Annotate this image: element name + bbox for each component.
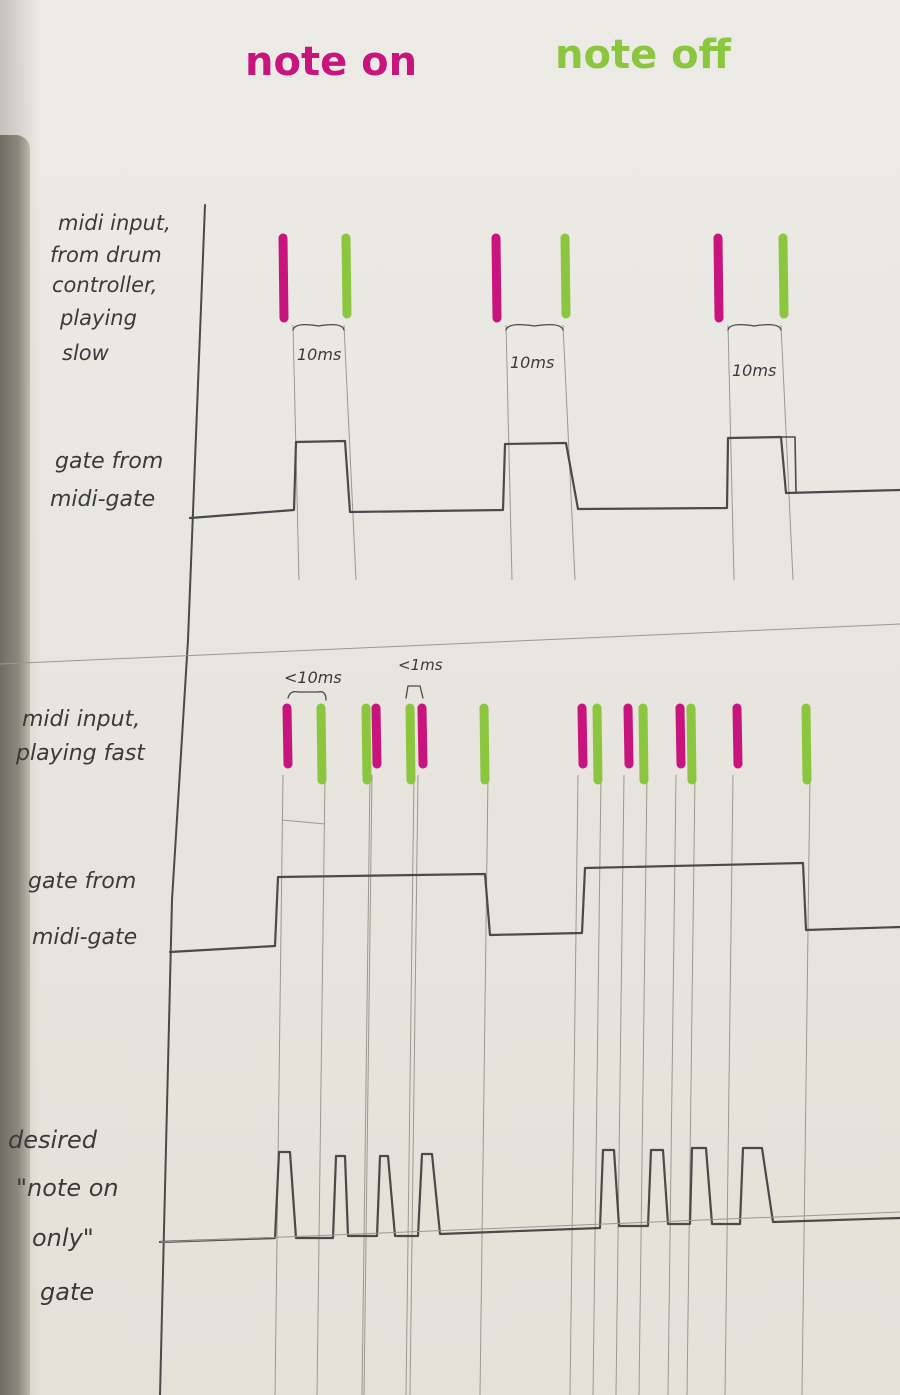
fast-note-on-mark <box>623 703 634 769</box>
fast-guide-on <box>409 774 419 1395</box>
svg-text:only": only" <box>32 1224 94 1252</box>
fast-guide-off <box>686 774 696 1395</box>
interval-less-10ms: <10ms <box>284 668 342 687</box>
fast-note-on-mark <box>371 703 382 769</box>
slow-interval-annotations: 10ms 10ms 10ms <box>292 324 782 380</box>
fast-guide-on <box>363 774 373 1395</box>
slow-guide-on <box>727 324 735 581</box>
fast-guide-on <box>724 774 734 1395</box>
slow-interval-label: 10ms <box>732 361 776 380</box>
fast-guide-off <box>316 774 326 1395</box>
fast-guide-off <box>479 774 489 1395</box>
fast-note-off-mark <box>316 703 327 785</box>
fast-note-on-mark <box>417 703 428 769</box>
slow-gate-signal <box>188 435 900 520</box>
svg-text:playing: playing <box>59 306 137 330</box>
legend-note-off: note off <box>555 32 732 78</box>
desired-gate-label: desired "note on only" gate <box>8 1126 119 1306</box>
slow-guide-on <box>505 324 513 581</box>
fast-guide-on <box>274 774 284 1395</box>
slow-gate-label: gate from midi-gate <box>50 449 163 512</box>
slow-note-on-mark <box>713 233 724 323</box>
fast-note-off-mark <box>638 703 649 785</box>
slow-interval-brace <box>292 324 345 331</box>
svg-text:gate: gate <box>40 1278 94 1306</box>
fast-gate-signal <box>168 861 900 954</box>
slow-note-off-mark <box>560 233 571 319</box>
interval-less-1ms: <1ms <box>398 656 443 674</box>
fast-guide-lines <box>274 774 811 1395</box>
desired-gate-signal <box>158 1146 900 1244</box>
fast-gate-label: gate from midi-gate <box>28 869 137 950</box>
svg-text:slow: slow <box>62 341 110 365</box>
notebook-binding <box>0 135 30 1395</box>
fast-note-off-mark <box>686 703 697 785</box>
slow-note-marks <box>278 233 789 323</box>
slow-guide-off <box>780 324 794 581</box>
fast-guide-on <box>615 774 625 1395</box>
svg-text:midi-gate: midi-gate <box>32 925 137 950</box>
slow-guide-off <box>562 324 576 581</box>
fast-note-marks <box>282 703 812 785</box>
fast-note-off-mark <box>405 703 416 785</box>
svg-text:from drum: from drum <box>50 243 162 267</box>
fast-guide-off <box>405 774 415 1395</box>
fast-interval-annotations: <10ms <1ms <box>284 656 443 701</box>
svg-text:gate from: gate from <box>28 869 136 894</box>
fast-guide-off <box>592 774 602 1395</box>
fast-scribble <box>281 819 326 825</box>
fast-note-off-mark <box>801 703 812 785</box>
slow-note-on-mark <box>278 233 289 323</box>
slow-gate-tail <box>779 436 797 493</box>
fast-guide-off <box>361 774 371 1395</box>
fast-note-on-mark <box>732 703 743 769</box>
slow-guide-off <box>343 324 357 581</box>
fast-guide-off <box>801 774 811 1395</box>
slow-note-on-mark <box>491 233 502 323</box>
desired-baseline <box>159 1211 900 1243</box>
svg-text:midi input,: midi input, <box>22 707 140 732</box>
fast-note-off-mark <box>361 703 372 785</box>
left-axis-line <box>159 204 206 1395</box>
legend-note-on: note on <box>245 39 417 85</box>
fast-note-off-mark <box>479 703 490 785</box>
section-divider <box>0 623 900 665</box>
fast-note-on-mark <box>675 703 686 769</box>
fast-midi-label: midi input, playing fast <box>15 707 146 766</box>
slow-interval-brace <box>727 324 782 331</box>
svg-text:playing fast: playing fast <box>15 741 146 766</box>
slow-interval-label: 10ms <box>297 345 341 364</box>
svg-text:desired: desired <box>8 1126 98 1154</box>
fast-note-on-mark <box>577 703 588 769</box>
fast-guide-on <box>667 774 677 1395</box>
fast-guide-off <box>638 774 648 1395</box>
slow-note-off-mark <box>341 233 352 319</box>
svg-text:"note on: "note on <box>16 1174 119 1202</box>
svg-text:controller,: controller, <box>52 273 157 297</box>
slow-note-off-mark <box>778 233 789 319</box>
svg-text:midi input,: midi input, <box>58 211 171 235</box>
svg-text:midi-gate: midi-gate <box>50 487 155 512</box>
fast-guide-on <box>569 774 579 1395</box>
slow-interval-brace <box>505 324 564 331</box>
svg-text:gate from: gate from <box>55 449 163 474</box>
fast-note-on-mark <box>282 703 293 769</box>
fast-note-off-mark <box>592 703 603 785</box>
slow-midi-label: midi input, from drum controller, playin… <box>50 211 171 365</box>
slow-interval-label: 10ms <box>510 353 554 372</box>
